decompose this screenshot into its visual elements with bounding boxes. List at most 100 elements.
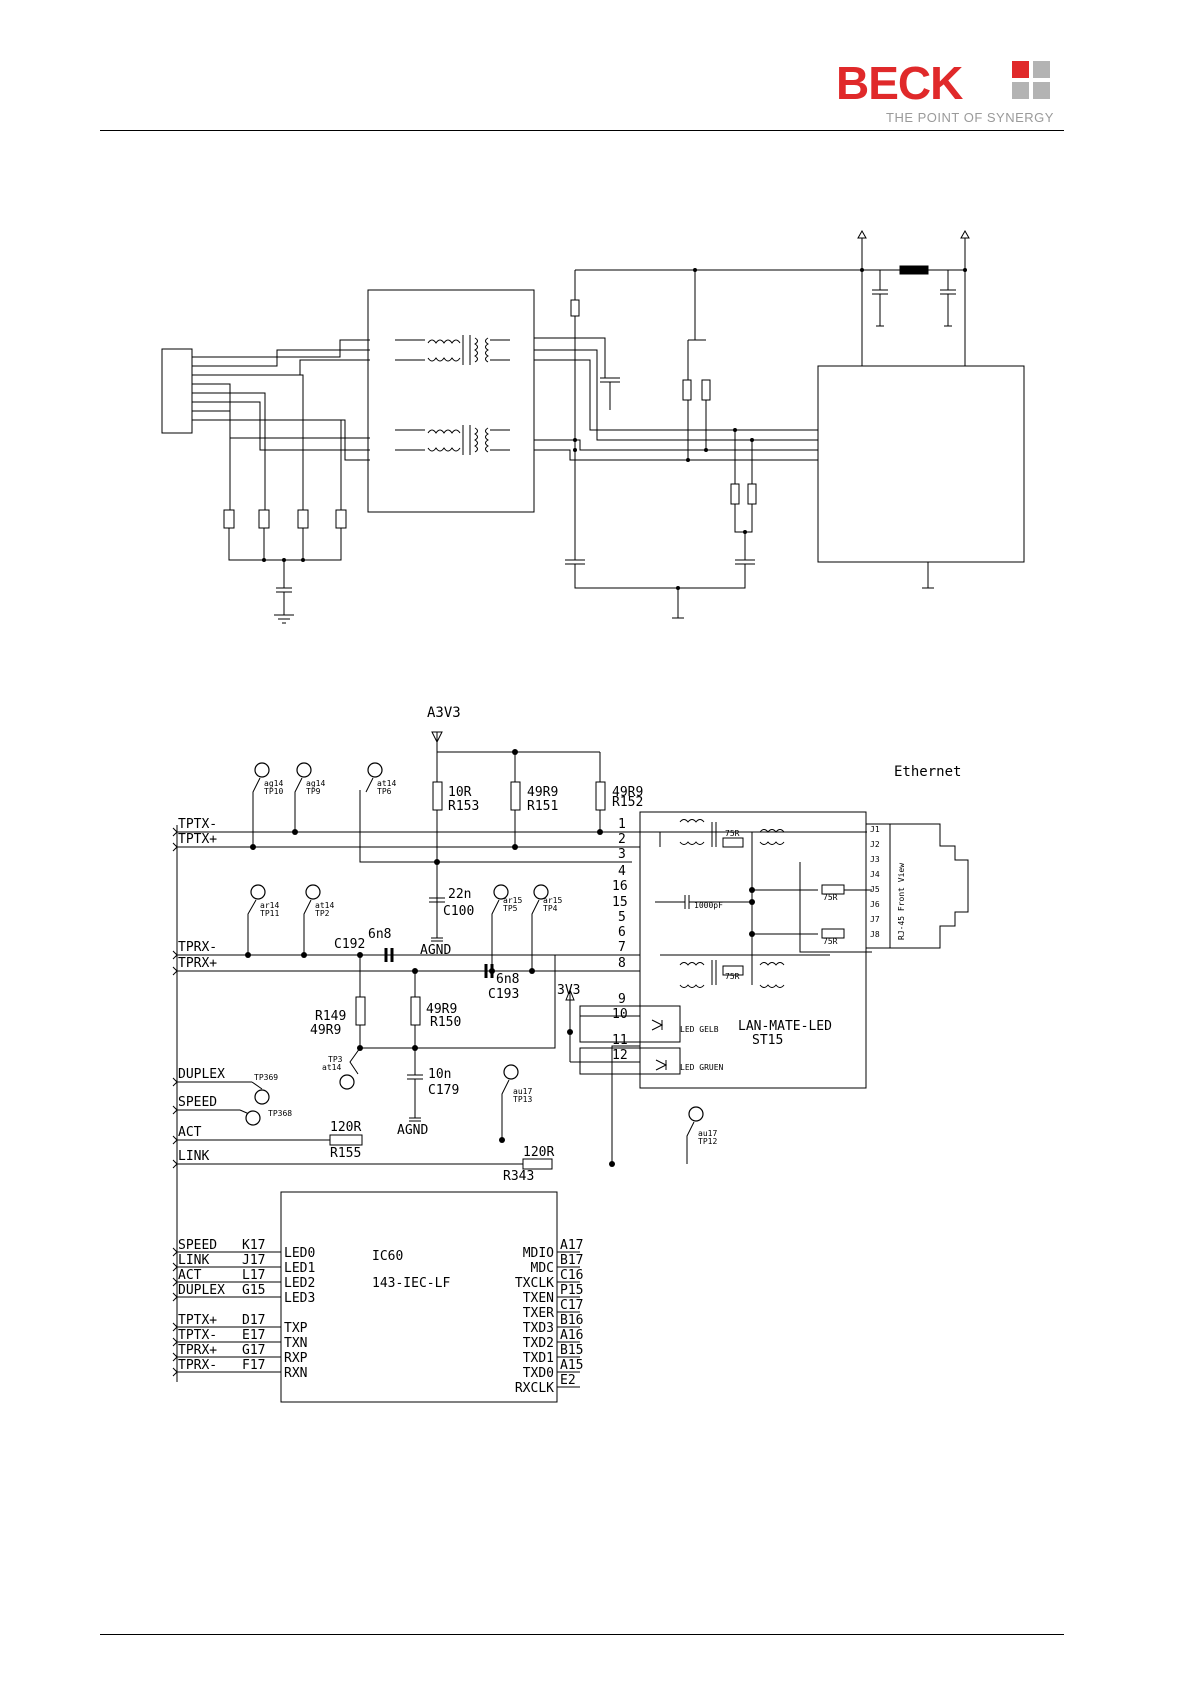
c100-ref: C100 <box>443 904 474 919</box>
module-pin-5: 5 <box>618 910 626 925</box>
logo-tagline: THE POINT OF SYNERGY <box>886 110 1054 125</box>
r151-val: 49R9 <box>527 785 558 800</box>
svg-text:LINK: LINK <box>178 1253 209 1268</box>
tp11-net: ar14 <box>260 901 279 910</box>
rj45-jack-labels: J1 J2 J3 J4 J5 J6 J7 J8 <box>870 825 880 939</box>
tp12-net: au17 <box>698 1129 717 1138</box>
net-act: ACT <box>178 1125 202 1140</box>
magnetics-bottom <box>395 425 510 455</box>
r343-ref: R343 <box>503 1169 534 1184</box>
c192-val: 6n8 <box>368 927 391 942</box>
svg-text:TXD2: TXD2 <box>523 1336 554 1351</box>
ic-right-stubs <box>557 1251 580 1388</box>
r153-val: 10R <box>448 785 472 800</box>
r343-val: 120R <box>523 1145 554 1160</box>
ic-left-stubs <box>177 1251 281 1373</box>
svg-text:A17: A17 <box>560 1238 583 1253</box>
svg-text:B15: B15 <box>560 1343 583 1358</box>
agnd-label-2: AGND <box>397 1123 428 1138</box>
supply-a3v3: A3V3 <box>427 705 461 721</box>
c179-ref: C179 <box>428 1083 459 1098</box>
tp2-net: at14 <box>315 901 334 910</box>
r152-val: 49R9 <box>612 785 643 800</box>
logo-dots-icon <box>1012 61 1050 99</box>
c179-val: 10n <box>428 1067 451 1082</box>
svg-text:J1: J1 <box>870 825 880 834</box>
header-rule <box>100 130 1064 131</box>
tp369-ref: TP369 <box>254 1073 278 1082</box>
agnd-label-1: AGND <box>420 943 451 958</box>
r75-top: 75R <box>725 829 740 838</box>
r155-ref: R155 <box>330 1146 361 1161</box>
svg-text:K17: K17 <box>242 1238 265 1253</box>
r150-ref: R150 <box>430 1015 461 1030</box>
svg-text:SPEED: SPEED <box>178 1238 217 1253</box>
svg-text:A15: A15 <box>560 1358 583 1373</box>
r151-ref: R151 <box>527 799 558 814</box>
svg-text:B16: B16 <box>560 1313 583 1328</box>
svg-text:TXD0: TXD0 <box>523 1366 554 1381</box>
module-pin-10: 10 <box>612 1007 628 1022</box>
svg-text:J7: J7 <box>870 915 880 924</box>
svg-text:TPRX+: TPRX+ <box>178 1343 217 1358</box>
tp3-net: at14 <box>322 1063 341 1072</box>
connector-title: Ethernet <box>894 764 961 780</box>
tp5-ref: TP5 <box>503 904 518 913</box>
ic-ref: IC60 <box>372 1249 403 1264</box>
svg-text:D17: D17 <box>242 1313 265 1328</box>
module-pin-7: 7 <box>618 940 626 955</box>
c192-ref: C192 <box>334 937 365 952</box>
svg-text:TXN: TXN <box>284 1336 307 1351</box>
tp13-net: au17 <box>513 1087 532 1096</box>
tp11-ref: TP11 <box>260 909 279 918</box>
r155-val: 120R <box>330 1120 361 1135</box>
magnetics-box <box>367 289 535 513</box>
r149-ref: R149 <box>315 1009 346 1024</box>
net-tptx-minus: TPTX- <box>178 817 217 832</box>
svg-text:TPTX+: TPTX+ <box>178 1313 217 1328</box>
tp6-net: at14 <box>377 779 396 788</box>
supply-3v3: 3V3 <box>557 983 580 998</box>
magnetics-top <box>395 335 510 365</box>
tp10-ref: TP10 <box>264 787 283 796</box>
net-link: LINK <box>178 1149 209 1164</box>
tp2-ref: TP2 <box>315 909 330 918</box>
svg-text:J3: J3 <box>870 855 880 864</box>
net-duplex: DUPLEX <box>178 1067 225 1082</box>
svg-text:J17: J17 <box>242 1253 265 1268</box>
ic-right-pins: MDIO MDC TXCLK TXEN TXER TXD3 TXD2 TXD1 … <box>515 1246 554 1396</box>
svg-text:G15: G15 <box>242 1283 265 1298</box>
module-pin-11: 11 <box>612 1033 628 1048</box>
svg-text:LED0: LED0 <box>284 1246 315 1261</box>
net-tptx-plus: TPTX+ <box>178 832 217 847</box>
svg-text:TXEN: TXEN <box>523 1291 554 1306</box>
svg-text:A16: A16 <box>560 1328 583 1343</box>
r150-val: 49R9 <box>426 1002 457 1017</box>
module-name: LAN-MATE-LED <box>738 1019 832 1034</box>
svg-text:TPRX-: TPRX- <box>178 1358 217 1373</box>
tp368-ref: TP368 <box>268 1109 292 1118</box>
svg-text:J5: J5 <box>870 885 880 894</box>
c100-val: 22n <box>448 887 471 902</box>
module-pin-3: 3 <box>618 847 626 862</box>
tp5-net: ar15 <box>503 896 522 905</box>
module-pin-labels: 1 2 3 4 16 15 5 6 7 8 9 10 11 12 <box>612 817 628 1063</box>
footer-rule <box>100 1634 1064 1635</box>
tp4-net: ar15 <box>543 896 562 905</box>
svg-text:ACT: ACT <box>178 1268 202 1283</box>
module-pin-8: 8 <box>618 956 626 971</box>
svg-text:C16: C16 <box>560 1268 583 1283</box>
c193-val: 6n8 <box>496 972 519 987</box>
svg-text:F17: F17 <box>242 1358 265 1373</box>
led-green-label: LED GRUEN <box>680 1063 724 1072</box>
svg-text:C17: C17 <box>560 1298 583 1313</box>
svg-text:G17: G17 <box>242 1343 265 1358</box>
svg-text:RXP: RXP <box>284 1351 308 1366</box>
tp3-ref: TP3 <box>328 1055 343 1064</box>
tp9-net: ag14 <box>306 779 325 788</box>
tp10-net: ag14 <box>264 779 283 788</box>
svg-text:J6: J6 <box>870 900 880 909</box>
net-tprx-minus: TPRX- <box>178 940 217 955</box>
svg-text:LED3: LED3 <box>284 1291 315 1306</box>
